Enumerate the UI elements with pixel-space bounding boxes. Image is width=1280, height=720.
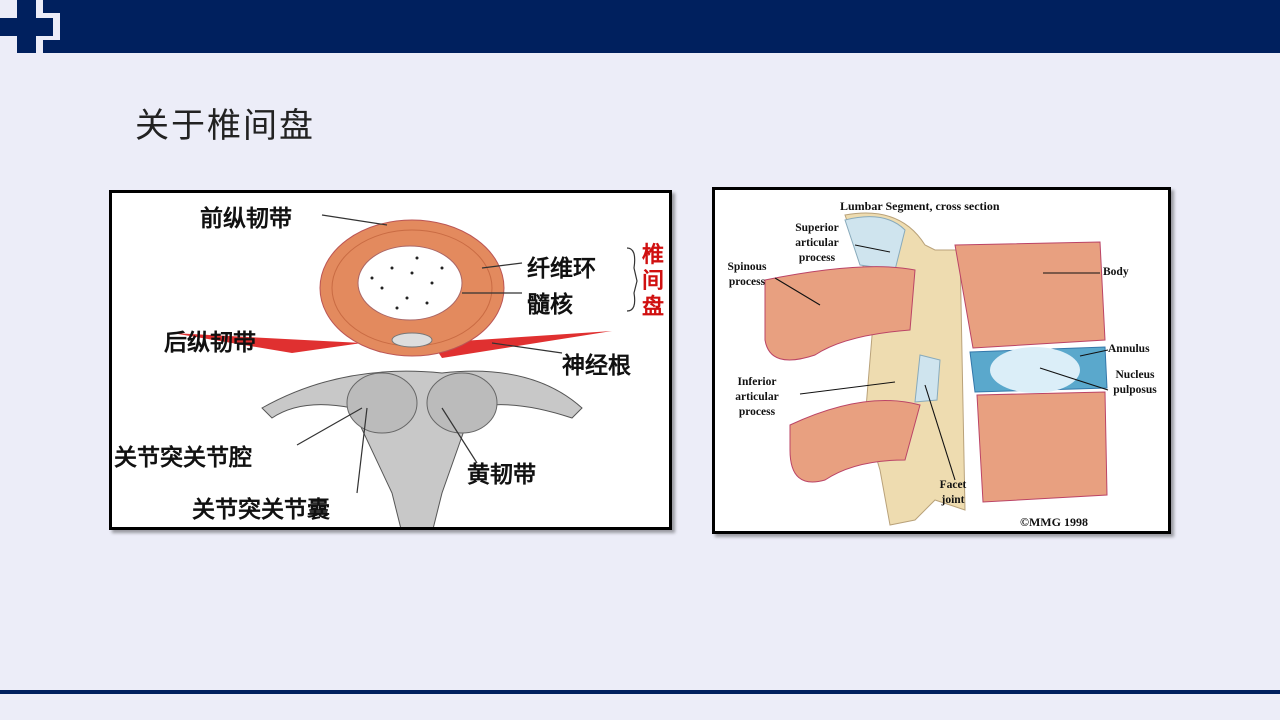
header-bar-left	[43, 0, 63, 13]
label-superior-articular: Superior articular process	[795, 222, 839, 264]
footer-line	[0, 690, 1280, 694]
label-nucleus: 髓核	[527, 292, 573, 318]
label-anterior-ligament: 前纵韧带	[200, 206, 292, 232]
label-ligamentum-flavum: 黄韧带	[467, 462, 536, 488]
slide-title: 关于椎间盘	[135, 106, 315, 146]
copyright: ©MMG 1998	[1020, 515, 1088, 529]
lumbar-segment-diagram: Lumbar Segment, cross section Superior a…	[712, 187, 1171, 534]
label-nucleus-pulposus: Nucleus pulposus	[1113, 369, 1157, 396]
label-facet-joint: Facet joint	[939, 479, 967, 506]
label-inferior-articular: Inferior articular process	[735, 376, 779, 418]
disc-diagram-chinese: 前纵韧带 纤维环 髓核 后纵韧带 神经根 关节突关节腔 黄韧带 关节突关节囊 椎…	[109, 190, 672, 530]
label-body: Body	[1103, 266, 1129, 278]
label-spinous-process: Spinous process	[727, 261, 767, 288]
header-bar	[60, 0, 1280, 53]
lumbar-illustration	[764, 212, 1109, 526]
right-diagram-title: Lumbar Segment, cross section	[840, 199, 1000, 213]
label-posterior-ligament: 后纵韧带	[164, 330, 256, 356]
label-annulus: 纤维环	[527, 256, 596, 282]
label-nerve-root: 神经根	[562, 353, 631, 379]
label-facet-cavity: 关节突关节腔	[114, 445, 252, 471]
label-facet-capsule: 关节突关节囊	[192, 497, 330, 523]
header-bar-left-bottom	[43, 40, 63, 53]
cross-logo-horizontal	[0, 18, 53, 36]
disc-illustration	[172, 214, 638, 527]
label-intervertebral-disc: 椎间盘	[642, 243, 665, 320]
label-annulus-en: Annulus	[1108, 343, 1150, 355]
